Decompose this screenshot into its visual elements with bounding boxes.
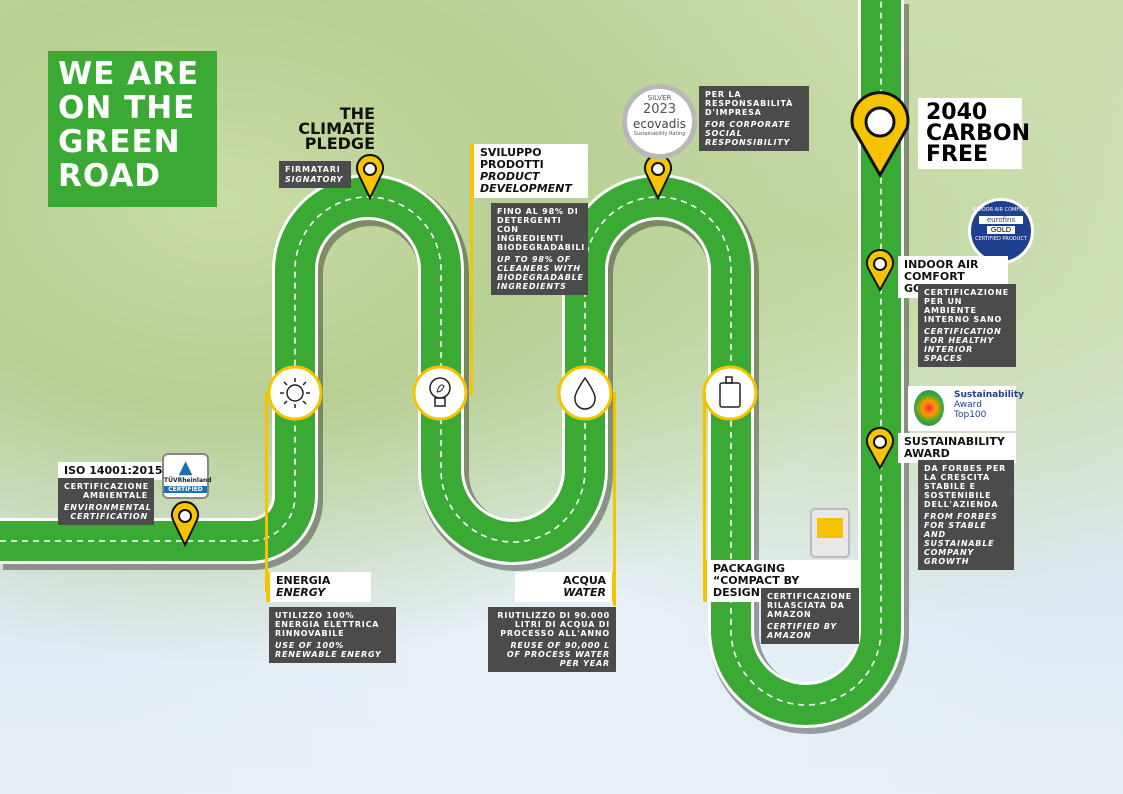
- title-line: 2040: [926, 100, 988, 125]
- energy-description: UTILIZZO 100% ENERGIA ELETTRICA RINNOVAB…: [269, 607, 396, 663]
- title-line: ROAD: [58, 158, 162, 194]
- title-line: “COMPACT BY DESIGN”: [713, 574, 800, 599]
- product-description: FINO AL 98% DI DETERGENTI CON INGREDIENT…: [491, 203, 588, 295]
- text-it: RIUTILIZZO DI 90.000 LITRI DI ACQUA DI P…: [497, 611, 610, 638]
- text-en: FOR CORPORATE SOCIAL RESPONSIBILITY: [705, 120, 791, 147]
- title-en: ENERGY: [276, 586, 326, 599]
- jerrycan-icon: [702, 365, 758, 421]
- award-title: SUSTAINABILITY AWARD: [898, 433, 1016, 463]
- badge-text: CERTIFIED PRODUCT: [975, 236, 1027, 242]
- map-pin-icon: [171, 501, 199, 548]
- text-it: CERTIFICAZIONE PER UN AMBIENTE INTERNO S…: [924, 288, 1010, 324]
- badge-text: INDOOR AIR COMFORT: [972, 207, 1030, 213]
- ecovadis-description: PER LA RESPONSABILITÀ D'IMPRESA FOR CORPO…: [699, 86, 809, 151]
- badge-text: Award: [954, 400, 982, 410]
- lightbulb-leaf-icon: [412, 365, 468, 421]
- text-en: USE OF 100% RENEWABLE ENERGY: [275, 641, 382, 659]
- award-description: DA FORBES PER LA CRESCITA STABILE E SOST…: [918, 460, 1014, 570]
- connector-line: [613, 392, 616, 606]
- title-line: WE ARE: [58, 56, 200, 92]
- indoor-description: CERTIFICAZIONE PER UN AMBIENTE INTERNO S…: [918, 284, 1016, 367]
- connector-line: [703, 392, 706, 587]
- title-it: ACQUA: [562, 574, 606, 587]
- tree-logo-icon: [914, 390, 944, 426]
- title-line: ON THE: [58, 90, 196, 126]
- badge-text: Sustainability Rating: [633, 131, 686, 137]
- text-it: PER LA RESPONSABILITÀ D'IMPRESA: [705, 90, 794, 117]
- logo-line: THE: [339, 104, 375, 123]
- water-description: RIUTILIZZO DI 90.000 LITRI DI ACQUA DI P…: [488, 607, 616, 672]
- title-line: GREEN: [58, 124, 181, 160]
- badge-text: Sustainability: [954, 390, 1025, 400]
- map-pin-icon: [850, 91, 910, 179]
- badge-text: GOLD: [987, 226, 1015, 234]
- title-en: WATER: [563, 586, 606, 599]
- badge-text: Top100: [954, 410, 987, 420]
- text-it: CERTIFICAZIONE AMBIENTALE: [64, 482, 150, 500]
- text-en: REUSE OF 90,000 L OF PROCESS WATER PER Y…: [506, 641, 610, 668]
- badge-text: 2023: [642, 102, 677, 117]
- title-line: FREE: [926, 142, 989, 167]
- iso-description: CERTIFICAZIONE AMBIENTALE ENVIRONMENTAL C…: [58, 478, 154, 525]
- map-pin-icon: [866, 249, 894, 293]
- connector-line: [470, 145, 473, 395]
- product-bottle-image: [810, 508, 850, 558]
- title-line: PACKAGING: [713, 562, 786, 575]
- badge-text: SILVER: [647, 94, 672, 102]
- milestone-icons: [267, 365, 758, 421]
- green-road-title: WE ARE ON THE GREEN ROAD: [48, 51, 217, 207]
- text-it: DA FORBES PER LA CRESCITA STABILE E SOST…: [924, 464, 1007, 509]
- title-it: ENERGIA: [276, 574, 331, 587]
- sun-icon: [267, 365, 323, 421]
- logo-line: PLEDGE: [304, 134, 375, 153]
- text-en: CERTIFIED BY AMAZON: [767, 622, 837, 640]
- map-pin-icon: [356, 154, 384, 201]
- location-pins: [171, 91, 910, 548]
- packaging-description: CERTIFICAZIONE RILASCIATA DA AMAZON CERTI…: [761, 588, 859, 644]
- badge-text: ecovadis: [633, 117, 686, 131]
- badge-text: eurofins: [979, 216, 1023, 224]
- title-line: CARBON: [926, 121, 1030, 146]
- text-en: UP TO 98% OF CLEANERS WITH BIODEGRADABLE…: [497, 255, 584, 291]
- badge-text: CERTIFIED: [164, 486, 207, 493]
- logo-line: CLIMATE: [298, 119, 375, 138]
- water-drop-icon: [557, 365, 613, 421]
- title-en: PRODUCT DEVELOPMENT: [480, 170, 572, 195]
- text-en: CERTIFICATION FOR HEALTHY INTERIOR SPACE…: [924, 327, 1002, 363]
- title-it: SVILUPPO PRODOTTI: [480, 146, 544, 171]
- connector-line: [265, 392, 268, 592]
- text-it: FINO AL 98% DI DETERGENTI CON INGREDIENT…: [497, 207, 586, 252]
- text-en: FROM FORBES FOR STABLE AND SUSTAINABLE C…: [924, 512, 998, 566]
- text-it: CERTIFICAZIONE RILASCIATA DA AMAZON: [767, 592, 853, 619]
- text-en: ENVIRONMENTAL CERTIFICATION: [64, 503, 152, 521]
- map-pin-icon: [866, 427, 894, 471]
- text-it: FIRMATARI: [285, 165, 341, 174]
- iso-title: ISO 14001:2015: [58, 462, 169, 480]
- badge-text: TÜVRheinland: [164, 477, 212, 484]
- text-en: SIGNATORY: [285, 175, 344, 184]
- text-it: UTILIZZO 100% ENERGIA ELETTRICA RINNOVAB…: [275, 611, 380, 638]
